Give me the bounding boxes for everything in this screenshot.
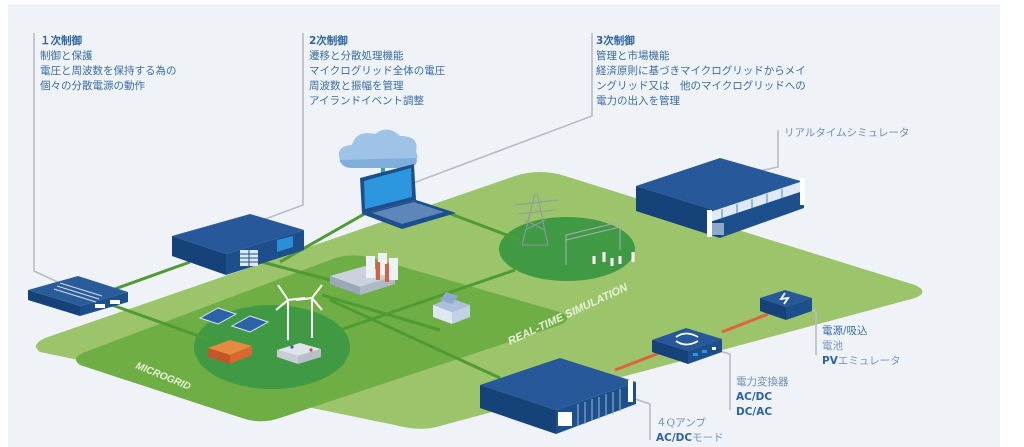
source-sink-line1: 電源/吸込 (822, 325, 868, 337)
tertiary-control-line: 電力の出入を管理 (596, 95, 680, 107)
leader-tertiary (399, 33, 593, 189)
secondary-control-label: 2次制御 遷移と分散処理機能 マイクログリッド全体の電圧 周波数と振幅を管理 ア… (309, 34, 445, 109)
primary-control-line: 個々の分散電源の動作 (40, 80, 145, 92)
secondary-control-line: マイクログリッド全体の電圧 (309, 65, 446, 77)
converter-label: 電力変換器 AC/DC DC/AC (736, 375, 789, 420)
converter-line1: 電力変換器 (736, 376, 789, 388)
factory-icon (330, 253, 398, 295)
secondary-control-line: 周波数と振幅を管理 (309, 80, 404, 92)
source-sink-line2: 電池 (822, 340, 843, 352)
transmission-tower-icon (514, 192, 559, 246)
source-sink-line3-bold: PV (822, 355, 838, 367)
amplifier-icon (480, 358, 636, 434)
solar-panel-icon (198, 307, 270, 333)
leader-amplifier (631, 397, 651, 440)
simulator-label-text: リアルタイムシミュレータ (784, 127, 910, 139)
orange-links (614, 312, 769, 372)
secondary-control-title: 2次制御 (309, 35, 348, 47)
converter-icon (652, 328, 722, 364)
secondary-control-line: アイランドイベント調整 (309, 95, 424, 107)
tertiary-control-line: ングリッド又は 他のマイクログリッドへの (596, 80, 806, 92)
converter-line3: DC/AC (736, 406, 773, 418)
wind-turbine-icon (275, 284, 323, 340)
controller-icon (28, 276, 128, 316)
secondary-control-line: 遷移と分散処理機能 (309, 50, 404, 62)
tertiary-control-label: 3次制御 管理と市場機能 経済原則に基づきマイクログリッドからメイ ングリッド又… (596, 34, 806, 109)
generator-icon (208, 340, 252, 364)
simulator-label: リアルタイムシミュレータ (784, 126, 909, 141)
amplifier-label: ４Qアンプ AC/DCモード (656, 416, 724, 446)
grid-zone (499, 217, 635, 281)
power-source-icon (760, 290, 812, 320)
tertiary-control-line: 管理と市場機能 (596, 50, 670, 62)
substation-icon (565, 221, 635, 266)
source-sink-line3-rest: エミュレータ (837, 355, 901, 367)
primary-control-line: 制御と保護 (40, 50, 93, 62)
cloud-icon (338, 129, 418, 177)
tertiary-control-title: 3次制御 (596, 35, 635, 47)
primary-control-title: １次制御 (40, 35, 82, 47)
amplifier-line2-rest: モード (692, 432, 724, 444)
leader-primary (33, 33, 63, 285)
rack-server-icon (172, 214, 304, 275)
amplifier-line1: ４Qアンプ (656, 417, 706, 429)
house-icon (433, 292, 470, 324)
green-links (111, 206, 521, 380)
source-sink-label: 電源/吸込 電池 PVエミュレータ (822, 324, 901, 369)
tertiary-control-line: 経済原則に基づきマイクログリッドからメイ (596, 65, 806, 77)
rack-screen (277, 236, 293, 252)
battery-icon (277, 343, 321, 364)
simulator-icon (636, 158, 805, 238)
primary-control-line: 電圧と周波数を保持する為の (40, 65, 177, 77)
laptop-icon (360, 164, 456, 229)
amplifier-line2-bold: AC/DC (656, 432, 693, 444)
converter-line2: AC/DC (736, 391, 773, 403)
primary-control-label: １次制御 制御と保護 電圧と周波数を保持する為の 個々の分散電源の動作 (40, 34, 177, 94)
leader-secondary (240, 33, 304, 229)
leader-converter (711, 348, 731, 410)
